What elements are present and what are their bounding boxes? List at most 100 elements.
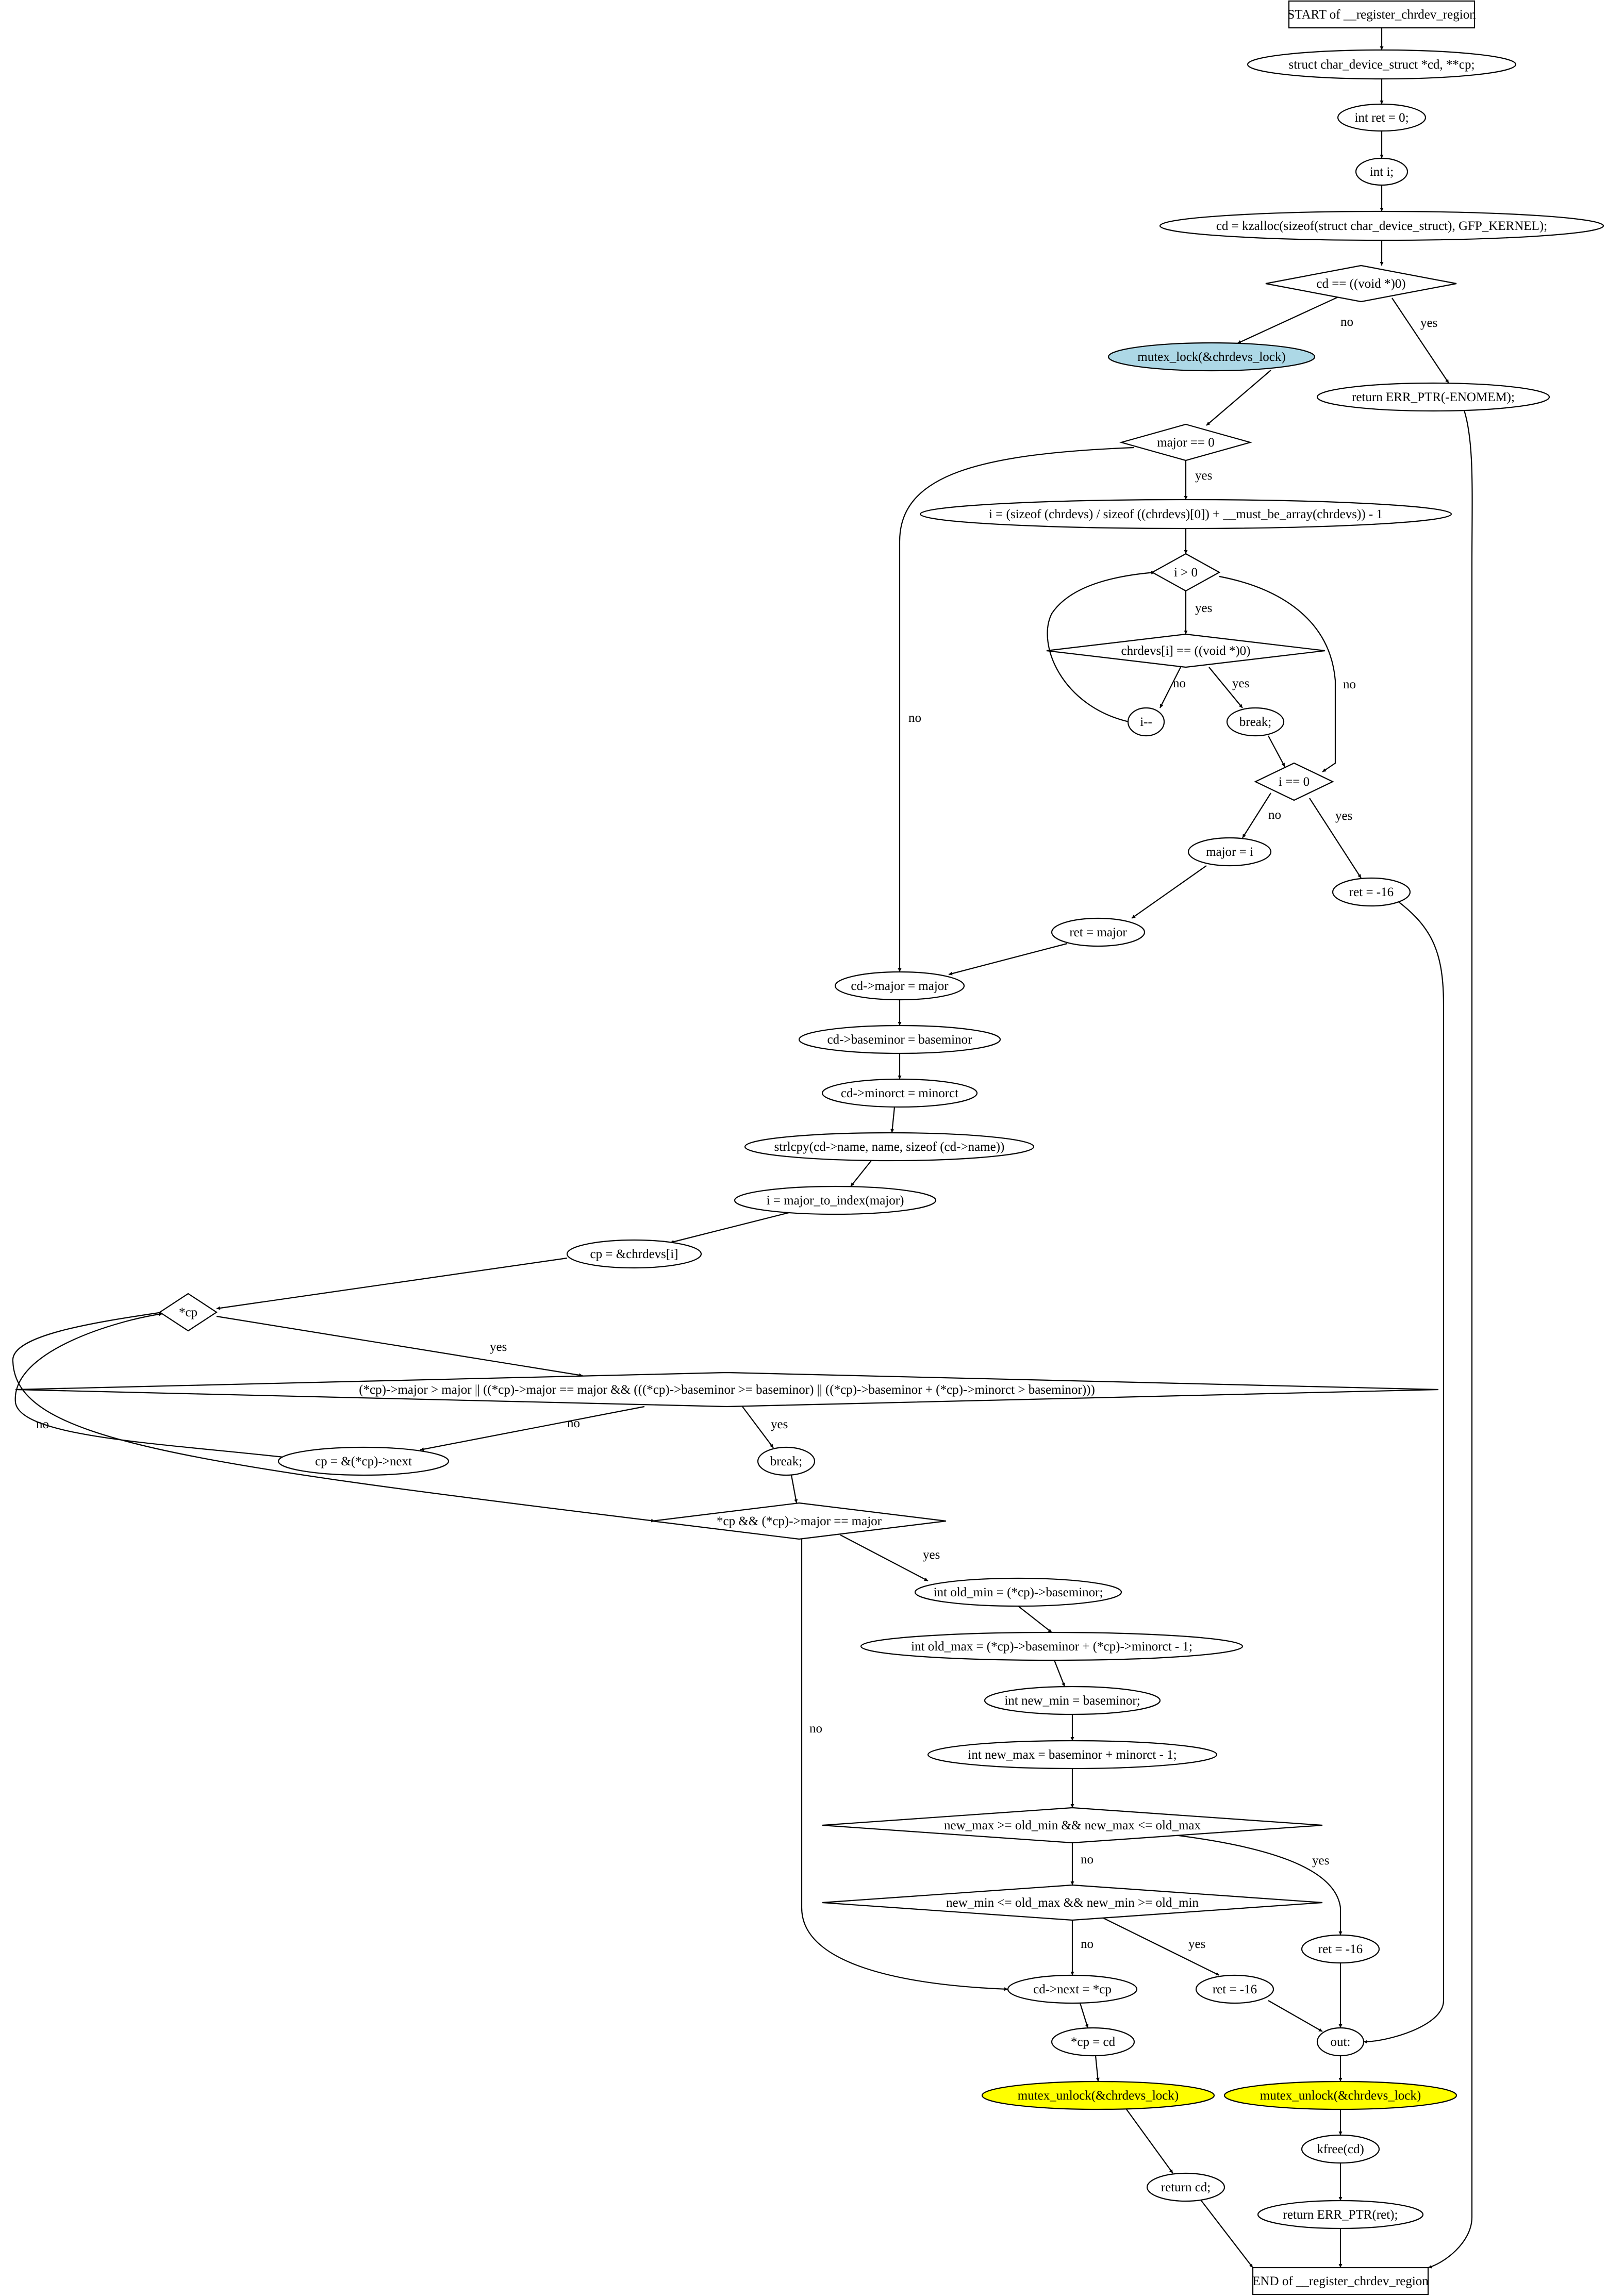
edge-d8-to-n14: yes [840, 1534, 940, 1581]
node-cpnext: cp = &(*cp)->next [277, 1446, 450, 1476]
edge-retnomem-to-end [1428, 410, 1473, 2269]
edge-n14-to-n15 [1018, 1606, 1052, 1633]
node-ellipse [798, 1025, 1001, 1054]
node-start: START of __register_chrdev_region [1287, 0, 1476, 29]
edge-line [1131, 865, 1207, 919]
edge-label-yes: yes [1195, 601, 1212, 615]
node-ellipse [914, 1577, 1122, 1607]
node-label: return cd; [1161, 2181, 1211, 2194]
node-label: mutex_lock(&chrdevs_lock) [1137, 350, 1285, 364]
node-label: i == 0 [1279, 775, 1310, 789]
node-n2: int ret = 0; [1337, 103, 1427, 132]
node-d9: new_max >= old_min && new_max <= old_max [822, 1807, 1323, 1844]
node-ellipse [1226, 707, 1285, 737]
node-label: int new_min = baseminor; [1004, 1694, 1140, 1708]
node-ellipse [277, 1446, 450, 1476]
edge-line [1095, 2055, 1100, 2082]
node-n13: cp = &chrdevs[i] [566, 1239, 702, 1269]
node-label: new_min <= old_max && new_min >= old_min [946, 1896, 1199, 1910]
node-ellipse [1159, 210, 1604, 241]
edge-label-yes: yes [1420, 316, 1437, 330]
edge-line [1126, 2109, 1173, 2174]
edge-label-no: no [1340, 315, 1353, 329]
edge-n12-to-n13 [670, 1212, 789, 1244]
node-d8: *cp && (*cp)->major == major [652, 1502, 947, 1540]
node-unlock1: mutex_unlock(&chrdevs_lock) [981, 2080, 1215, 2110]
edge-line [1103, 1918, 1220, 1976]
node-n3: int i; [1355, 157, 1409, 186]
edge-retcd-to-end [1201, 2200, 1253, 2268]
node-ret16b: ret = -16 [1301, 1934, 1380, 1964]
node-d3: i > 0 [1151, 553, 1221, 592]
node-label: return ERR_PTR(ret); [1283, 2208, 1398, 2222]
node-label: cd->major = major [851, 979, 949, 993]
node-ellipse [1301, 1934, 1380, 1964]
node-diamond [1254, 762, 1334, 801]
node-n15: int old_max = (*cp)->baseminor + (*cp)->… [860, 1631, 1244, 1661]
node-idec: i-- [1127, 707, 1165, 737]
edge-d10-to-n18: no [1070, 1920, 1094, 1975]
node-diamond [15, 1372, 1439, 1408]
node-n6: major = i [1187, 837, 1272, 867]
edge-line [850, 1160, 872, 1187]
edge-label-yes: yes [1188, 1937, 1205, 1951]
edge-line [1237, 295, 1341, 344]
edge-d2-to-n5: yes [1184, 460, 1212, 500]
edge-d7-to-cpnext: no [420, 1406, 645, 1451]
node-ret16a: ret = -16 [1332, 877, 1411, 907]
node-ellipse [919, 499, 1452, 530]
node-ellipse [1337, 103, 1427, 132]
edge-line [1309, 798, 1362, 879]
edge-line [1206, 370, 1271, 426]
node-d6: *cp [158, 1293, 218, 1332]
node-ellipse [981, 2080, 1215, 2110]
edge-line [1428, 410, 1473, 2269]
node-label: major = i [1206, 845, 1253, 859]
edge-n18-to-n19 [1079, 2003, 1089, 2028]
edge-line [1201, 2200, 1253, 2268]
edge-idec-to-d3 [1047, 571, 1155, 723]
node-label: cd->baseminor = baseminor [827, 1033, 973, 1047]
node-ellipse [1127, 707, 1165, 737]
node-ellipse [984, 1686, 1161, 1715]
node-label: chrdevs[i] == ((void *)0) [1121, 644, 1250, 658]
node-label: cd->next = *cp [1033, 1983, 1112, 1996]
node-label: struct char_device_struct *cd, **cp; [1289, 58, 1475, 72]
edge-line [1208, 667, 1243, 708]
edge-d1-to-lock: no [1237, 295, 1353, 344]
edge-lock-to-d2 [1206, 370, 1271, 426]
edge-d4-to-idec: no [1159, 667, 1186, 708]
node-n8: cd->major = major [834, 971, 965, 1001]
node-label: mutex_unlock(&chrdevs_lock) [1260, 2089, 1421, 2103]
node-diamond [822, 1884, 1323, 1921]
node-label: cd = kzalloc(sizeof(struct char_device_s… [1216, 219, 1547, 233]
node-ellipse [734, 1185, 937, 1215]
edge-label-yes: yes [1335, 809, 1352, 823]
node-ellipse [1051, 917, 1146, 947]
node-label: strlcpy(cd->name, name, sizeof (cd->name… [774, 1140, 1005, 1154]
node-ellipse [1301, 2134, 1380, 2164]
edge-line [840, 1534, 929, 1581]
edge-label-yes: yes [490, 1340, 507, 1354]
edge-line [1018, 1606, 1052, 1633]
edge-n10-to-n11 [890, 1106, 896, 1133]
node-diamond [822, 1807, 1323, 1844]
edge-unlock1-to-retcd [1126, 2109, 1173, 2174]
node-ellipse [566, 1239, 702, 1269]
node-label: ret = -16 [1318, 1942, 1363, 1956]
edge-line [898, 447, 1135, 972]
edge-brk1-to-d5 [1268, 735, 1285, 767]
node-label: i-- [1140, 715, 1152, 729]
edge-label-yes: yes [1195, 469, 1212, 483]
node-diamond [1046, 633, 1326, 668]
edge-d4-to-brk1: yes [1208, 667, 1249, 708]
edge-d5-to-ret16a: yes [1309, 798, 1362, 879]
edge-line [801, 1539, 1008, 1991]
edge-label-yes: yes [1232, 676, 1249, 690]
edge-label-no: no [809, 1722, 822, 1736]
node-n12: i = major_to_index(major) [734, 1185, 937, 1215]
node-label: i = major_to_index(major) [767, 1194, 904, 1208]
node-ellipse [1187, 837, 1272, 867]
edge-label-yes: yes [1312, 1854, 1329, 1868]
